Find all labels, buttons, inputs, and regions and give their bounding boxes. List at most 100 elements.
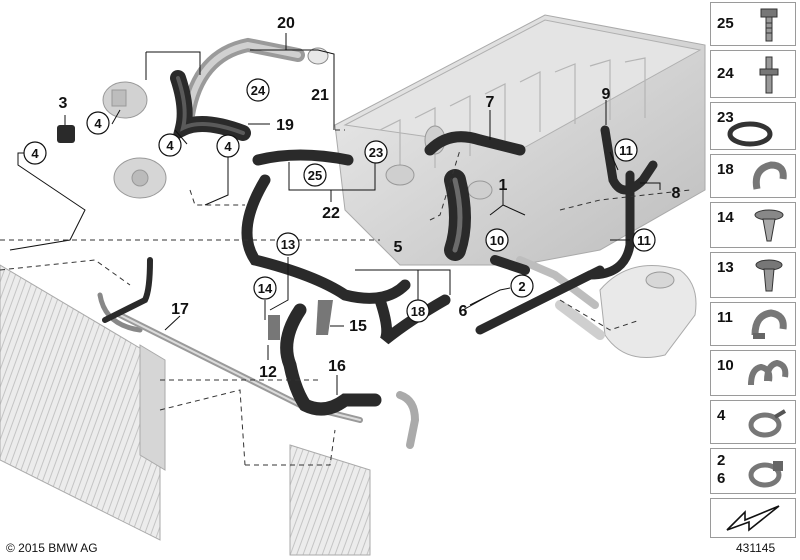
callout-5-label: 5 bbox=[394, 239, 403, 256]
hose-17-branch bbox=[102, 257, 153, 323]
callout-22-label: 22 bbox=[322, 205, 340, 222]
legend-number: 2 6 bbox=[717, 452, 726, 487]
part-12-bracket bbox=[268, 315, 280, 340]
legend-item-4[interactable]: 4 bbox=[710, 400, 796, 444]
callout-8-label: 8 bbox=[672, 185, 681, 202]
part-21-cap bbox=[307, 47, 329, 65]
callout-14: 14 bbox=[253, 276, 277, 300]
copyright-text: © 2015 BMW AG bbox=[6, 541, 98, 555]
callout-15: 15 bbox=[349, 318, 367, 335]
callout-4-a: 4 bbox=[86, 111, 110, 135]
direction-arrow-icon bbox=[723, 502, 783, 541]
expanding-rivet-icon bbox=[749, 207, 789, 250]
callout-6-label: 6 bbox=[459, 303, 468, 320]
hose-2-6 bbox=[475, 265, 605, 335]
callout-24-label: 24 bbox=[251, 83, 266, 98]
callout-24: 24 bbox=[246, 78, 270, 102]
callout-2: 2 bbox=[510, 274, 534, 298]
legend-item-10[interactable]: 10 bbox=[710, 350, 796, 396]
water-pump-upper bbox=[102, 81, 148, 119]
legend-item-18[interactable]: 18 bbox=[710, 154, 796, 198]
callout-4-b: 4 bbox=[23, 141, 47, 165]
callout-17: 17 bbox=[171, 301, 189, 318]
spring-band-clamp-icon bbox=[745, 405, 789, 446]
legend-item-13[interactable]: 13 bbox=[710, 252, 796, 298]
callout-20-label: 20 bbox=[277, 15, 295, 32]
callout-12: 12 bbox=[259, 364, 277, 381]
water-pump-lower bbox=[113, 157, 167, 199]
dashed-leader-lines bbox=[0, 129, 691, 466]
callout-8: 8 bbox=[672, 185, 681, 202]
legend-item-2-6[interactable]: 2 6 bbox=[710, 448, 796, 494]
callout-10-label: 10 bbox=[490, 233, 504, 248]
callout-4-c: 4 bbox=[158, 133, 182, 157]
legend-item-23[interactable]: 23 bbox=[710, 102, 796, 150]
callout-4-d: 4 bbox=[216, 134, 240, 158]
callout-4-c-label: 4 bbox=[166, 138, 174, 153]
hose-7 bbox=[424, 131, 526, 156]
callout-23: 23 bbox=[364, 140, 388, 164]
bolt-icon bbox=[749, 7, 789, 48]
leader-lines bbox=[9, 33, 661, 395]
callout-10: 10 bbox=[485, 228, 509, 252]
callout-13: 13 bbox=[276, 232, 300, 256]
callout-16: 16 bbox=[328, 358, 346, 375]
callout-20: 20 bbox=[277, 15, 295, 32]
sealing-ring-icon bbox=[725, 121, 775, 152]
expansion-tank bbox=[599, 265, 697, 358]
double-hose-clip-icon bbox=[745, 355, 789, 398]
callout-7: 7 bbox=[486, 94, 495, 111]
callout-11-a-label: 11 bbox=[619, 143, 633, 158]
callout-15-label: 15 bbox=[349, 318, 367, 335]
legend-number: 14 bbox=[717, 209, 734, 226]
legend-number: 18 bbox=[717, 161, 734, 178]
legend-number: 24 bbox=[717, 65, 734, 82]
callout-9-label: 9 bbox=[602, 86, 611, 103]
callout-18: 18 bbox=[406, 299, 430, 323]
callout-3: 3 bbox=[59, 95, 68, 112]
hose-19 bbox=[170, 70, 251, 143]
callout-12-label: 12 bbox=[259, 364, 277, 381]
legend-item-11[interactable]: 11 bbox=[710, 302, 796, 346]
callout-25-label: 25 bbox=[308, 168, 322, 183]
callout-14-label: 14 bbox=[258, 281, 273, 296]
callout-9: 9 bbox=[602, 86, 611, 103]
callout-19: 19 bbox=[276, 117, 294, 134]
legend-number: 11 bbox=[717, 309, 733, 326]
hose-clamp-bracket-icon bbox=[749, 307, 789, 348]
stud-bolt-icon bbox=[749, 55, 789, 100]
hose-16 bbox=[280, 303, 382, 416]
callout-25: 25 bbox=[303, 163, 327, 187]
legend-item-24[interactable]: 24 bbox=[710, 50, 796, 98]
callout-6: 6 bbox=[459, 303, 468, 320]
legend-number: 25 bbox=[717, 15, 734, 32]
callout-11-a: 11 bbox=[614, 138, 638, 162]
callout-2-label: 2 bbox=[518, 279, 525, 294]
part-15-bracket bbox=[316, 300, 333, 335]
diagram-number: 431145 bbox=[736, 541, 776, 555]
auxiliary-radiator bbox=[289, 444, 371, 556]
callout-7-label: 7 bbox=[486, 94, 495, 111]
legend-item-25[interactable]: 25 bbox=[710, 2, 796, 46]
hose-22 bbox=[252, 149, 354, 166]
callout-11-b: 11 bbox=[632, 228, 656, 252]
part-3-mount bbox=[57, 125, 75, 143]
legend-item-14[interactable]: 14 bbox=[710, 202, 796, 248]
push-rivet-icon bbox=[749, 257, 789, 300]
hose-clamp-icon bbox=[745, 453, 789, 496]
hose-10 bbox=[490, 255, 530, 275]
callout-23-label: 23 bbox=[369, 145, 383, 160]
direction-arrow-cell bbox=[710, 498, 796, 538]
legend-number: 13 bbox=[717, 259, 734, 276]
legend-number: 4 bbox=[717, 407, 726, 424]
callout-19-label: 19 bbox=[276, 117, 294, 134]
callout-5: 5 bbox=[394, 239, 403, 256]
legend-number: 10 bbox=[717, 357, 734, 374]
hose-1 bbox=[444, 169, 471, 261]
hose-clip-icon bbox=[749, 159, 789, 200]
callout-4-a-label: 4 bbox=[94, 116, 102, 131]
callout-3-label: 3 bbox=[59, 95, 68, 112]
callout-11-b-label: 11 bbox=[637, 233, 651, 248]
